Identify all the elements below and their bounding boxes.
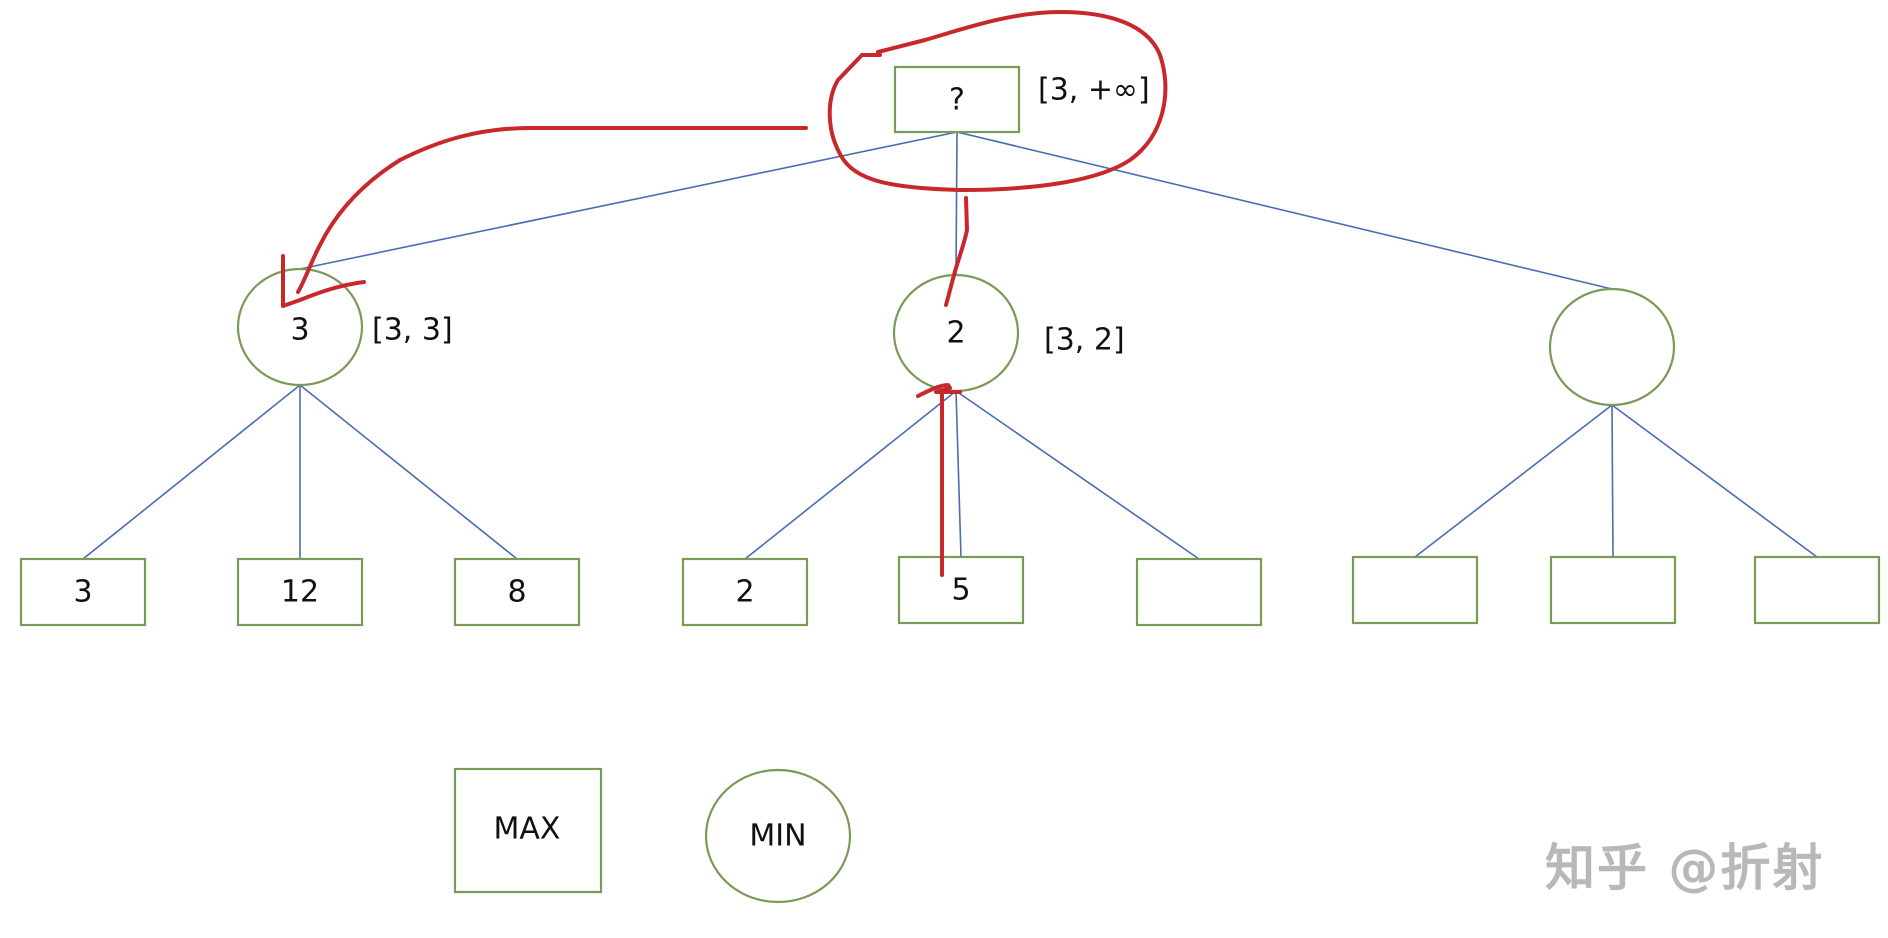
edge-root-to-min-1 <box>299 131 958 270</box>
edge-root-to-min-2 <box>955 131 958 276</box>
watermark: 知乎 @折射 <box>1545 839 1825 897</box>
arrow-to-min-node-1 <box>296 126 808 294</box>
leaf-9 <box>1753 555 1881 625</box>
arrow-head-min-node-2 <box>916 383 962 398</box>
annotations <box>281 10 1168 577</box>
legend-min-circle <box>704 768 852 904</box>
min-node-2: 2 [3, 2] <box>892 273 1125 393</box>
edge-min-1-to-leaf-1 <box>82 384 301 560</box>
edge-min-3-to-leaf-9 <box>1611 404 1818 558</box>
arrow-head-min-node-1 <box>281 254 366 308</box>
edge-min-3-to-leaf-8 <box>1611 404 1614 558</box>
leaf-box <box>453 557 581 627</box>
min-node-range-label: [3, 3] <box>372 313 453 348</box>
leaf-box <box>236 557 364 627</box>
leaf-box <box>1135 557 1263 627</box>
tree-edges <box>82 131 1818 560</box>
leaf-value: 2 <box>735 575 754 610</box>
leaf-5: 5 <box>897 555 1025 625</box>
min-node-3 <box>1548 287 1676 407</box>
min-node-value: 2 <box>946 316 965 351</box>
min-node-circle <box>1548 287 1676 407</box>
leaf-3: 8 <box>453 557 581 627</box>
leaf-value: 3 <box>73 575 92 610</box>
root-value: ? <box>949 83 965 118</box>
leaf-1: 3 <box>19 557 147 627</box>
edge-min-1-to-leaf-3 <box>299 384 518 560</box>
legend: MAX MIN <box>453 767 852 904</box>
edge-min-2-to-leaf-5 <box>955 390 962 558</box>
min-node-value: 3 <box>290 313 309 348</box>
leaf-value: 5 <box>951 573 970 608</box>
leaf-6 <box>1135 557 1263 627</box>
leaf-box <box>897 555 1025 625</box>
leaf-4: 2 <box>681 557 809 627</box>
root-highlight-circle <box>827 10 1168 192</box>
leaf-7 <box>1351 555 1479 625</box>
root-max-box <box>893 65 1021 134</box>
edge-min-2-to-leaf-6 <box>955 390 1200 560</box>
min-node-circle <box>236 267 364 387</box>
legend-min-label: MIN <box>749 819 806 854</box>
legend-max-label: MAX <box>494 812 561 847</box>
line-to-min-node-2 <box>944 196 969 307</box>
edge-min-3-to-leaf-7 <box>1414 404 1613 558</box>
legend-max-box <box>453 767 603 894</box>
leaf-box <box>1351 555 1479 625</box>
root-range-label: [3, +∞] <box>1038 73 1150 108</box>
leaf-box <box>681 557 809 627</box>
min-node-1: 3 [3, 3] <box>236 267 453 387</box>
leaf-value: 8 <box>507 575 526 610</box>
leaf-2: 12 <box>236 557 364 627</box>
leaf-8 <box>1549 555 1677 625</box>
root-node: ? [3, +∞] <box>893 65 1150 134</box>
edge-root-to-min-3 <box>956 131 1613 290</box>
edge-min-2-to-leaf-4 <box>744 390 957 560</box>
leaf-box <box>1753 555 1881 625</box>
min-node-range-label: [3, 2] <box>1044 323 1125 358</box>
leaf-box <box>19 557 147 627</box>
leaf-box <box>1549 555 1677 625</box>
leaf-value: 12 <box>281 575 319 610</box>
